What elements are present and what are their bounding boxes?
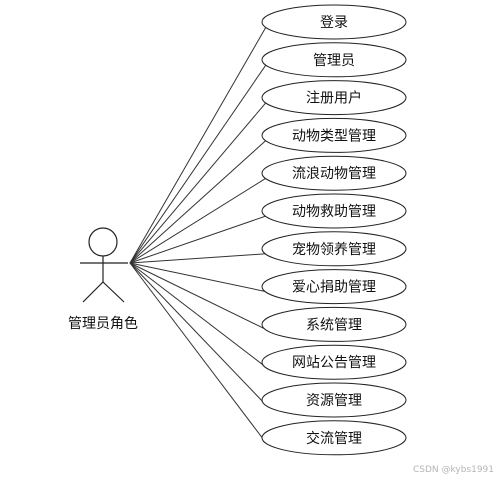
use-case-ellipse xyxy=(261,269,407,305)
use-case-ellipse xyxy=(261,117,407,153)
use-case-ellipse xyxy=(261,231,407,267)
association-line xyxy=(129,26,267,264)
use-case-ellipse xyxy=(261,382,407,418)
use-case: 动物救助管理 xyxy=(261,193,407,229)
association-line xyxy=(129,262,267,406)
use-case: 爱心捐助管理 xyxy=(261,269,407,305)
use-case-ellipse xyxy=(261,155,407,191)
use-case-label: 动物类型管理 xyxy=(292,128,376,144)
use-case: 管理员 xyxy=(261,42,407,78)
association-line xyxy=(129,215,267,264)
association-line xyxy=(129,140,267,264)
use-case: 流浪动物管理 xyxy=(261,155,407,191)
actor-left-leg xyxy=(82,281,104,303)
association-line xyxy=(129,262,267,444)
use-case-ellipse xyxy=(261,306,407,342)
use-case: 交流管理 xyxy=(261,420,407,456)
use-case: 动物类型管理 xyxy=(261,117,407,153)
use-case: 网站公告管理 xyxy=(261,344,407,380)
use-case: 注册用户 xyxy=(261,80,407,116)
use-case-list: 登录管理员注册用户动物类型管理流浪动物管理动物救助管理宠物领养管理爱心捐助管理系… xyxy=(261,4,407,456)
actor-label: 管理员角色 xyxy=(68,315,138,332)
use-case-label: 交流管理 xyxy=(306,430,362,447)
association-line xyxy=(129,64,267,264)
use-case: 系统管理 xyxy=(261,306,407,342)
actor-right-leg xyxy=(102,281,125,303)
use-case-label: 流浪动物管理 xyxy=(292,166,376,182)
use-case-ellipse xyxy=(261,4,407,40)
use-case: 宠物领养管理 xyxy=(261,231,407,267)
association-line xyxy=(129,102,267,264)
association-lines xyxy=(129,26,267,444)
watermark-text: CSDN @kybs1991 xyxy=(413,465,494,475)
actor-figure: 管理员角色 xyxy=(68,227,138,332)
use-case-label: 爱心捐助管理 xyxy=(292,280,376,296)
use-case-label: 动物救助管理 xyxy=(292,204,376,220)
association-line xyxy=(129,262,267,293)
use-case-ellipse xyxy=(261,344,407,380)
use-case-label: 宠物领养管理 xyxy=(292,242,376,258)
use-case-label: 注册用户 xyxy=(306,90,362,107)
association-line xyxy=(129,253,267,264)
use-case-ellipse xyxy=(261,420,407,456)
use-case-ellipse xyxy=(261,80,407,116)
use-case-label: 网站公告管理 xyxy=(292,355,376,371)
use-case-ellipse xyxy=(261,42,407,78)
use-case-label: 管理员 xyxy=(313,53,355,69)
use-case: 资源管理 xyxy=(261,382,407,418)
use-case-label: 系统管理 xyxy=(306,317,362,333)
association-line xyxy=(129,177,267,264)
association-line xyxy=(129,262,267,368)
association-line xyxy=(129,262,267,330)
use-case-label: 登录 xyxy=(320,15,348,31)
actor-head xyxy=(88,227,118,257)
use-case: 登录 xyxy=(261,4,407,40)
use-case-label: 资源管理 xyxy=(306,393,362,409)
use-case-ellipse xyxy=(261,193,407,229)
